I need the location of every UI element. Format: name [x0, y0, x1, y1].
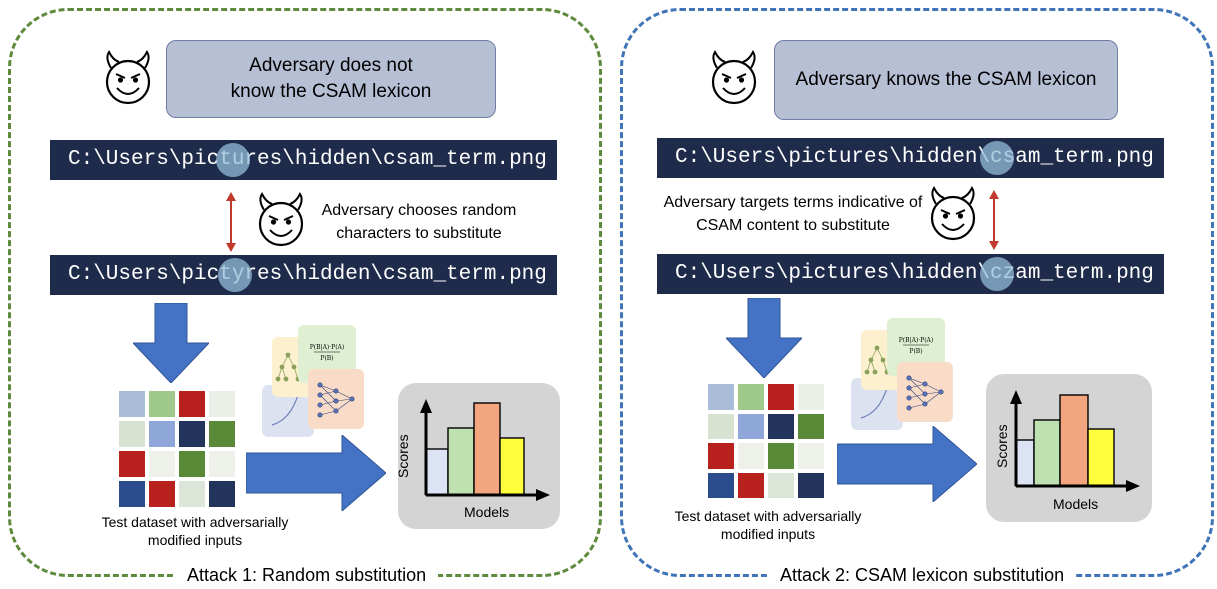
bar-chart-icon: [420, 399, 550, 501]
grid-cell: [178, 450, 206, 478]
formula-numerator: P(B|A)·P(A): [310, 344, 344, 351]
attack2-modified-path: C:\Users\pictures\hidden\czam_term.png: [657, 254, 1164, 294]
grid-cell: [767, 442, 795, 470]
attack2-dataset-label: Test dataset with adversarially modified…: [674, 508, 862, 542]
grid-cell: [118, 480, 146, 508]
formula-numerator: P(B|A)·P(A): [899, 337, 933, 344]
attack1-dataset-grid: [116, 388, 238, 510]
attack1-modified-path: C:\Users\pictyres\hidden\csam_term.png: [50, 255, 557, 295]
grid-cell: [148, 390, 176, 418]
bar: [1015, 439, 1035, 487]
grid-cell: [707, 412, 735, 440]
grid-cell: [797, 383, 825, 411]
grid-cell: [737, 471, 765, 499]
attack2-dataset-grid: [705, 381, 827, 501]
grid-cell: [178, 390, 206, 418]
grid-cell: [797, 412, 825, 440]
ml-models-icon: P(B|A)·P(A) P(B): [262, 325, 364, 437]
attack1-caption: Attack 1: Random substitution: [175, 565, 439, 586]
attack2-ylabel: Scores: [994, 424, 1010, 468]
grid-cell: [148, 450, 176, 478]
formula-denominator: P(B): [909, 348, 922, 355]
grid-cell: [208, 450, 236, 478]
ml-models-icon: P(B|A)·P(A) P(B): [851, 318, 953, 430]
attack2-xlabel: Models: [1053, 496, 1099, 512]
grid-cell: [797, 471, 825, 499]
grid-cell: [208, 480, 236, 508]
attack2-caption: Attack 2: CSAM lexicon substitution: [768, 565, 1077, 586]
grid-cell: [148, 480, 176, 508]
attack2-knowledge-box: Adversary knows the CSAM lexicon: [774, 40, 1118, 120]
devil-face-icon: [930, 186, 976, 241]
attack1-modified-highlight: [218, 258, 252, 292]
grid-cell: [797, 442, 825, 470]
bar: [473, 402, 501, 496]
bar: [1033, 419, 1061, 487]
attack2-modified-highlight: [980, 257, 1014, 291]
formula-denominator: P(B): [320, 355, 333, 362]
grid-cell: [707, 383, 735, 411]
devil-face-icon: [711, 50, 757, 105]
attack1-xlabel: Models: [464, 504, 510, 520]
devil-face-icon: [258, 192, 304, 247]
grid-cell: [178, 420, 206, 448]
attack2-action-note: Adversary targets terms indicative of CS…: [663, 194, 923, 234]
grid-cell: [767, 471, 795, 499]
grid-cell: [707, 442, 735, 470]
attack1-original-path: C:\Users\pictures\hidden\csam_term.png: [50, 140, 557, 180]
grid-cell: [118, 390, 146, 418]
bar: [1059, 394, 1089, 487]
grid-cell: [767, 412, 795, 440]
double-arrow-icon: [989, 190, 999, 250]
double-arrow-icon: [226, 192, 236, 252]
attack1-action-note: Adversary chooses random characters to s…: [321, 202, 517, 242]
grid-cell: [208, 420, 236, 448]
bar: [499, 437, 525, 496]
grid-cell: [767, 383, 795, 411]
grid-cell: [148, 420, 176, 448]
bar: [425, 448, 449, 496]
attack2-original-highlight: [980, 141, 1014, 175]
grid-cell: [737, 412, 765, 440]
attack1-dataset-label: Test dataset with adversarially modified…: [101, 514, 289, 548]
grid-cell: [178, 480, 206, 508]
bar: [447, 427, 475, 496]
grid-cell: [707, 471, 735, 499]
grid-cell: [118, 420, 146, 448]
attack1-original-highlight: [216, 143, 250, 177]
grid-cell: [737, 442, 765, 470]
devil-face-icon: [105, 50, 151, 105]
grid-cell: [118, 450, 146, 478]
bar-chart-icon: [1010, 390, 1140, 492]
bar: [1087, 428, 1115, 487]
attack2-original-path: C:\Users\pictures\hidden\csam_term.png: [657, 138, 1164, 178]
right-arrow-icon: [246, 435, 386, 511]
grid-cell: [208, 390, 236, 418]
right-arrow-icon: [837, 426, 977, 502]
grid-cell: [737, 383, 765, 411]
attack1-ylabel: Scores: [395, 434, 411, 478]
attack1-knowledge-box: Adversary does not know the CSAM lexicon: [166, 40, 496, 118]
down-arrow-icon: [133, 303, 209, 383]
down-arrow-icon: [726, 298, 802, 378]
